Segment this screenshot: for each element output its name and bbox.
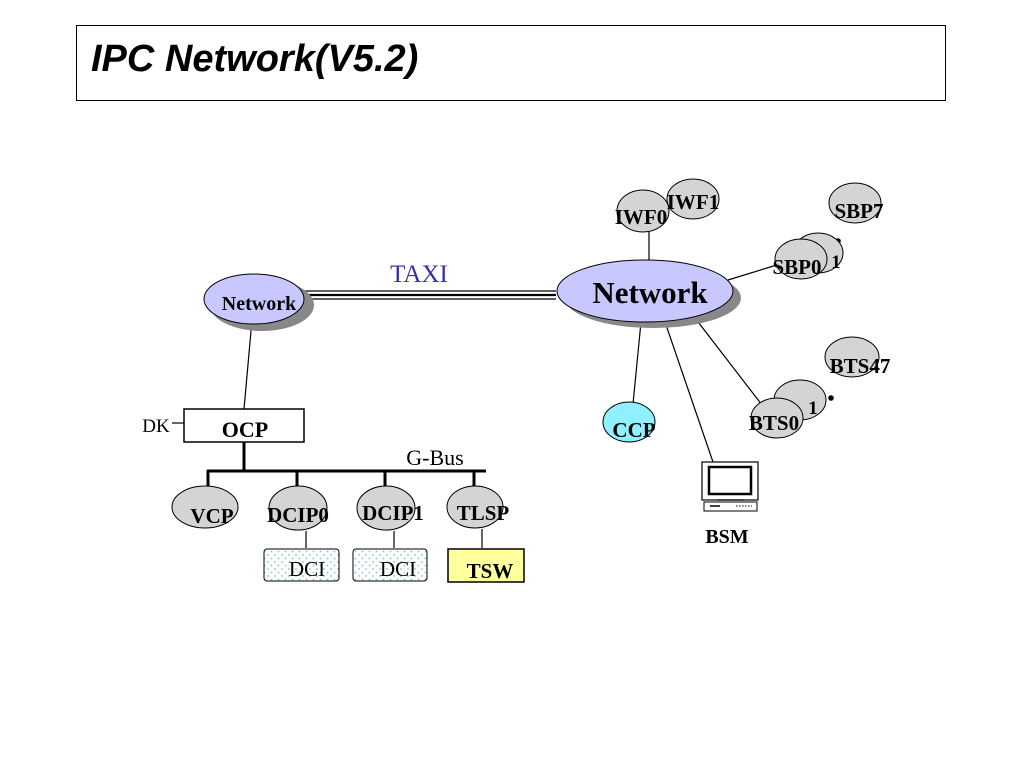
ccp-node: [602, 401, 656, 443]
iwf1-node: [666, 178, 720, 220]
gbus-label: G-Bus: [406, 445, 463, 470]
bsm-label: BSM: [705, 526, 748, 548]
vcp-node: [171, 485, 239, 529]
line-network-sbp: [727, 263, 781, 281]
right-network-label: Network: [592, 275, 708, 310]
bts0-node: [750, 397, 804, 439]
dcip0-node: [268, 485, 328, 531]
connector-lines: [172, 232, 781, 548]
bts47-node: [824, 336, 880, 378]
sbp0-node: [774, 238, 828, 280]
dcip0-label: DCIP0: [267, 503, 329, 527]
dci0-box: [263, 548, 340, 582]
tsw-box: [447, 548, 525, 583]
sbp7-label: SBP7: [834, 199, 883, 223]
page-title: IPC Network(V5.2): [91, 38, 419, 80]
ccp-label: CCP: [612, 418, 655, 442]
dci0-label: DCI: [289, 557, 325, 581]
sbp7-node: [828, 182, 882, 224]
iwf0-node: [616, 189, 670, 233]
iwf1-label: IWF1: [667, 190, 720, 214]
right-network-node: [556, 259, 734, 323]
iwf0-label: IWF0: [615, 205, 668, 229]
line-network-bsm: [664, 321, 714, 463]
bts0-label: BTS0: [749, 411, 799, 435]
dk-label: DK: [142, 416, 170, 437]
tlsp-label: TLSP: [457, 501, 510, 525]
taxi-label: TAXI: [390, 261, 448, 288]
left-network-node: [203, 273, 305, 325]
left-network-label: Network: [222, 293, 297, 315]
ocp-label: OCP: [222, 417, 268, 442]
sbp-mid-label: 1: [831, 252, 841, 273]
ocp-box: [183, 408, 305, 443]
line-network-bts: [694, 317, 763, 406]
line-network-ccp: [632, 321, 642, 405]
tlsp-node: [446, 485, 504, 529]
bts-ellipsis-dot: [828, 395, 834, 401]
title-box: IPC Network(V5.2): [76, 25, 946, 101]
bts-mid-label: 1: [808, 398, 818, 419]
tsw-label: TSW: [467, 559, 514, 583]
vcp-label: VCP: [190, 504, 233, 528]
computer-terminal-icon: [701, 461, 759, 512]
dci1-label: DCI: [380, 557, 416, 581]
taxi-link: [305, 290, 556, 300]
dcip1-label: DCIP1: [362, 501, 424, 525]
line-network-ocp: [243, 319, 253, 410]
dcip1-node: [356, 485, 416, 531]
sbp0-label: SBP0: [772, 255, 821, 279]
dci1-box: [352, 548, 428, 582]
bts47-label: BTS47: [830, 354, 891, 378]
